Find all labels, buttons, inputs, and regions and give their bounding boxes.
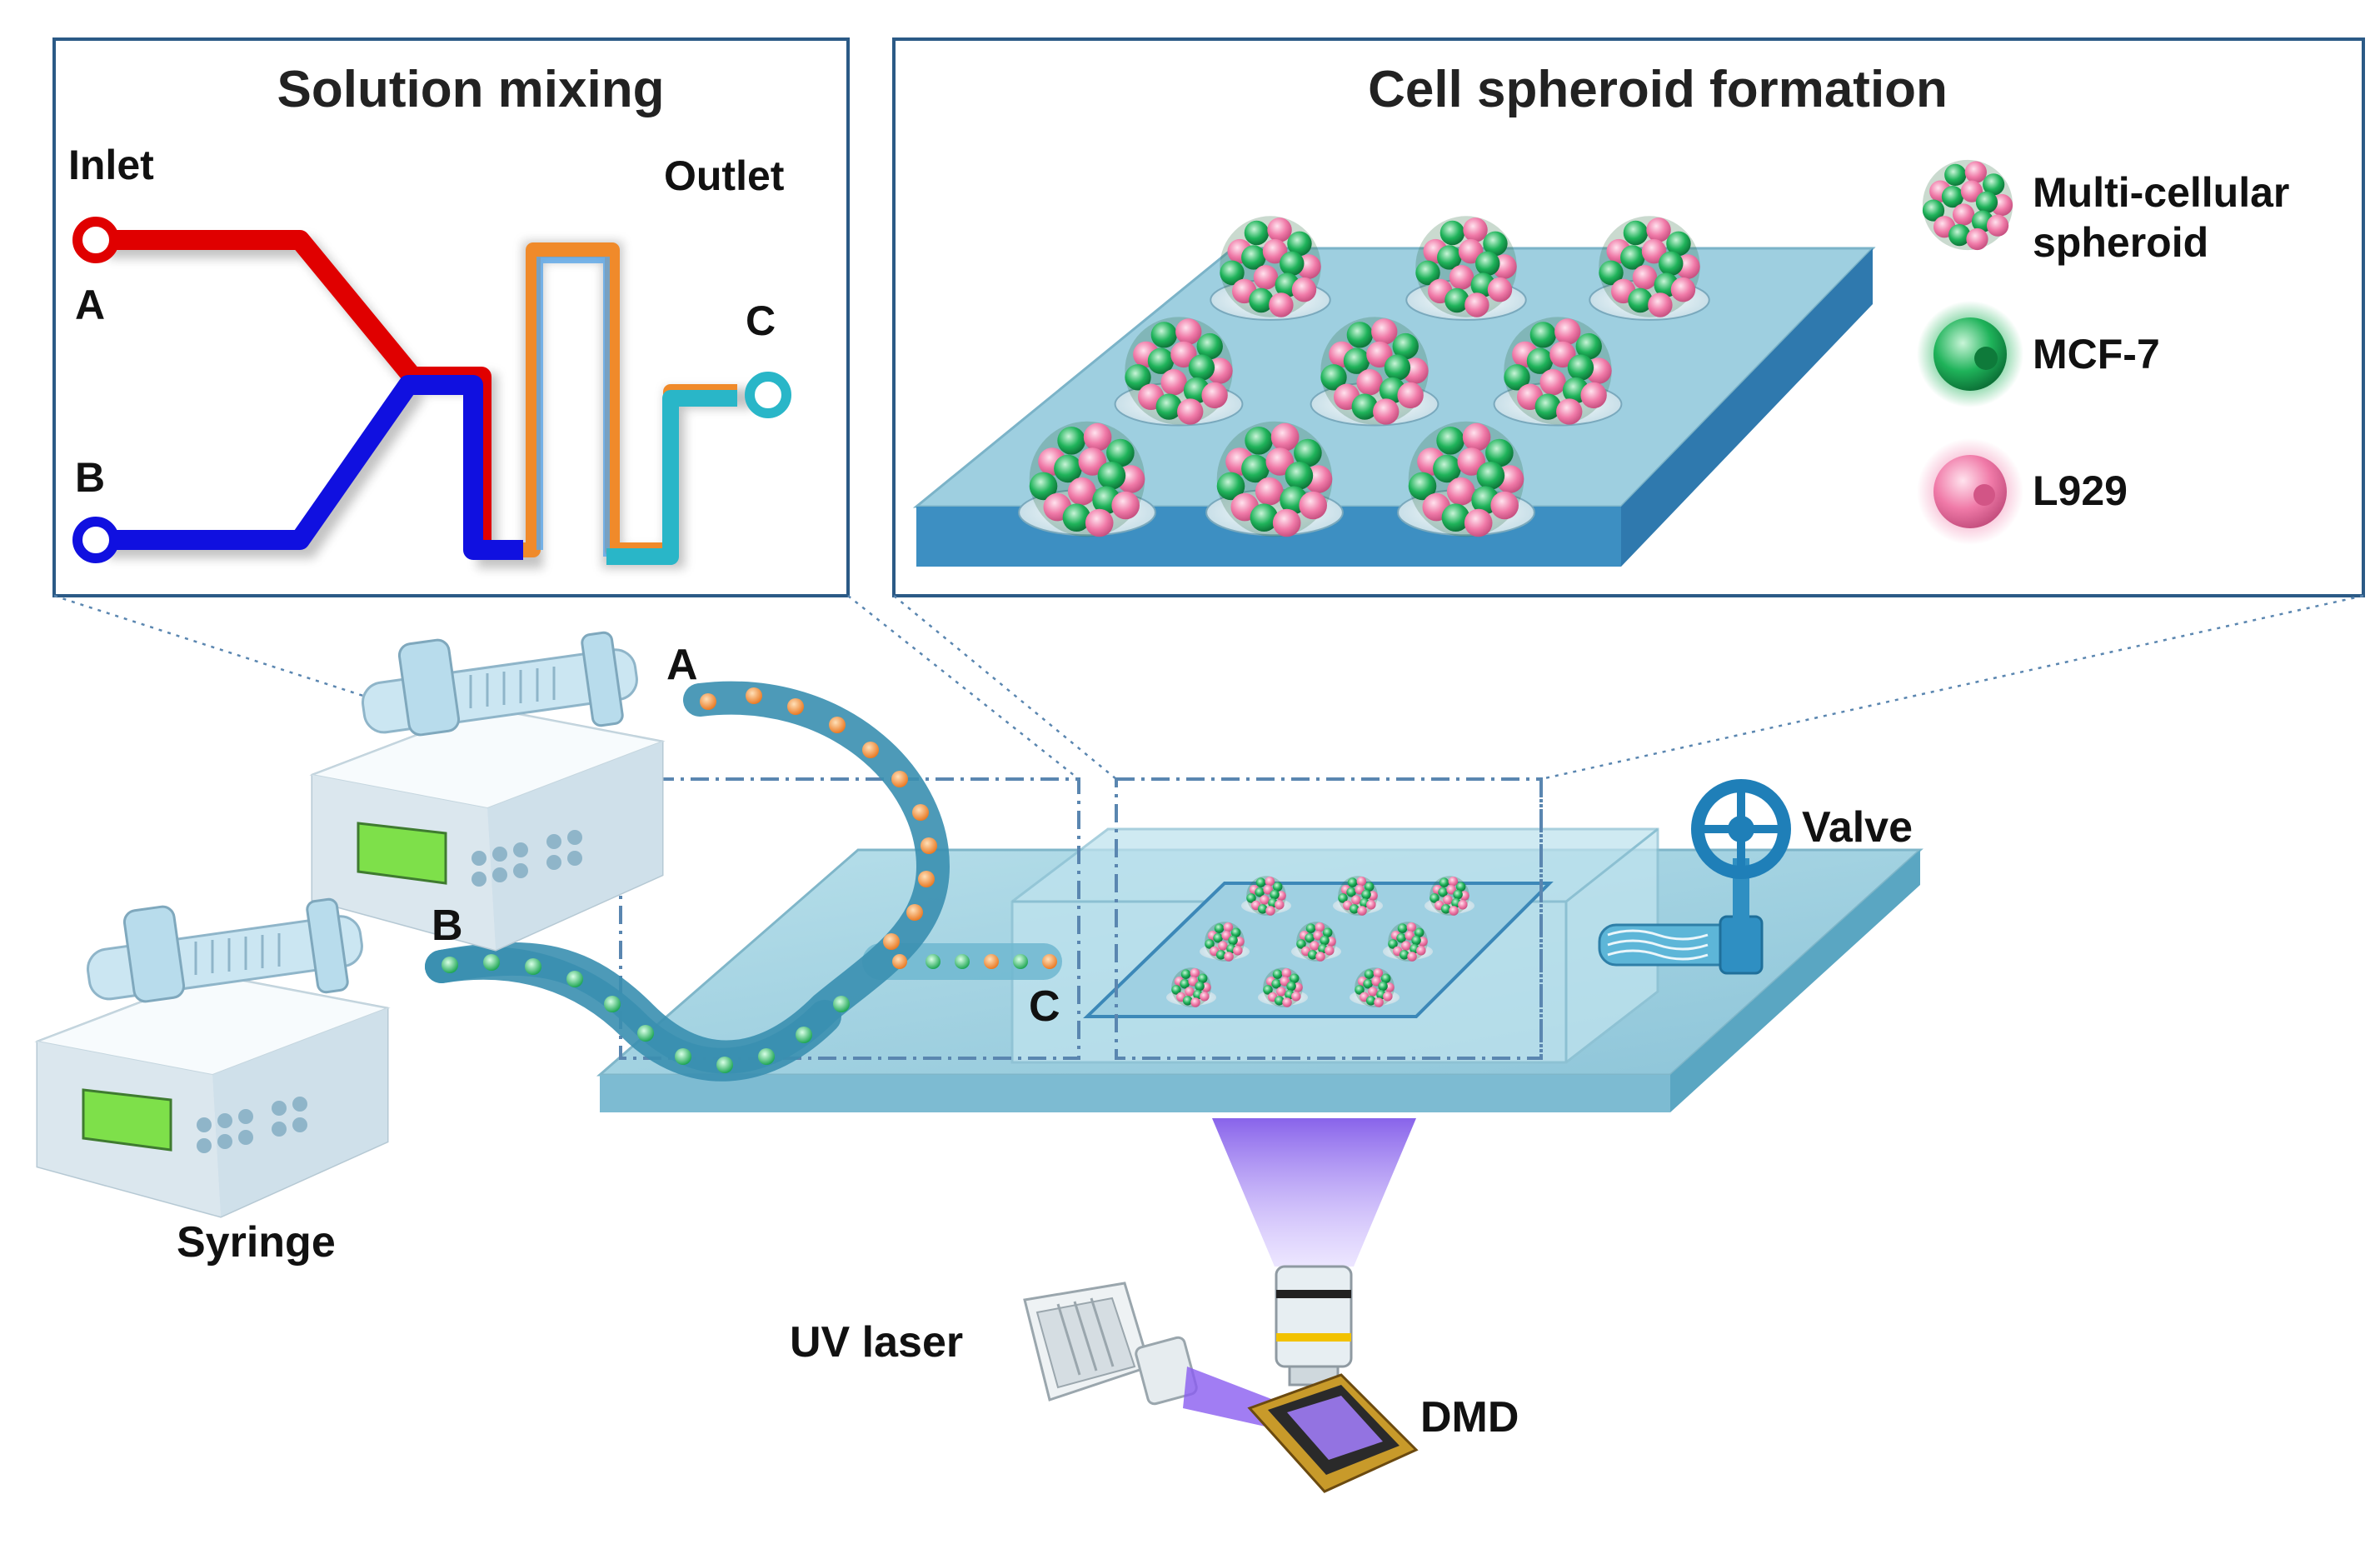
green-droplet: [604, 996, 621, 1012]
chamber-spheroid: [1166, 967, 1216, 1007]
channel-outlet: [606, 390, 737, 565]
valve-label: Valve: [1802, 803, 1913, 852]
plate-spheroid: [1018, 421, 1156, 537]
legend-l929-label: L929: [2033, 467, 2128, 514]
chamber-spheroid: [1350, 967, 1400, 1007]
outlet-label: Outlet: [664, 152, 785, 199]
legend-mcf7-icon: [1917, 301, 2023, 407]
orange-droplet: [912, 804, 929, 821]
chip-base-front: [600, 1075, 1670, 1112]
channel-b: [96, 375, 523, 560]
chamber-spheroid: [1200, 922, 1250, 962]
green-droplet: [796, 1027, 812, 1043]
dmd-label: DMD: [1420, 1393, 1519, 1442]
inlet-a-port: [72, 217, 119, 263]
objective-lens: [1275, 1265, 1353, 1387]
green-droplet: [483, 954, 500, 971]
legend-mcf7-label: MCF-7: [2033, 331, 2160, 377]
inlet-b-port: [72, 517, 119, 563]
spheroid-legend: Multi-cellular spheroid MCF-7 L929: [1917, 159, 2289, 545]
legend-spheroid-icon: [1922, 159, 2013, 251]
plate-spheroid: [1397, 421, 1535, 537]
zoom-region-boxes: [619, 777, 1543, 1060]
plate-spheroid: [1205, 421, 1344, 537]
legend-spheroid-label-line2: spheroid: [2033, 219, 2208, 266]
green-droplet: [566, 971, 583, 987]
plate-spheroid: [1493, 317, 1623, 427]
plate-spheroid: [1405, 216, 1527, 321]
orange-droplet: [918, 871, 935, 887]
setup-illustration: A B C Valve Syringe UV laser DMD: [36, 630, 1923, 1493]
tube-a-label: A: [666, 641, 698, 689]
uv-laser-label: UV laser: [790, 1318, 963, 1367]
orange-droplet: [883, 933, 900, 950]
orange-droplet: [906, 904, 923, 921]
spheroid-formation-panel: Cell spheroid formation Multi-cellular s…: [892, 37, 2365, 597]
green-droplet: [442, 957, 458, 973]
orange-droplet: [829, 717, 846, 733]
solution-mixing-panel: Solution mixing Inlet Outlet A B C: [52, 37, 850, 597]
orange-droplet: [700, 693, 716, 710]
chamber-spheroid: [1383, 922, 1433, 962]
orange-droplet: [921, 837, 937, 854]
green-droplet: [525, 958, 541, 975]
mixed-droplet: [1013, 954, 1028, 969]
chamber-spheroid-grid: [1166, 876, 1474, 1007]
plate-side-face: [1621, 248, 1873, 567]
chamber-spheroid: [1333, 876, 1383, 916]
valve-wheel-icon: [1691, 779, 1791, 879]
mixed-droplet: [1042, 954, 1057, 969]
syringe-label: Syringe: [177, 1218, 336, 1267]
port-b-label: B: [75, 454, 105, 501]
orange-droplet: [746, 687, 762, 704]
mixed-droplet: [984, 954, 999, 969]
mixed-droplet: [955, 954, 970, 969]
syringe-pump-b: [36, 897, 389, 1218]
green-droplet: [758, 1048, 775, 1065]
outlet-c-port: [745, 372, 791, 418]
legend-l929-icon: [1917, 438, 2023, 545]
mixed-droplet: [892, 954, 907, 969]
spheroid-formation-title: Cell spheroid formation: [1368, 61, 1948, 118]
chamber-spheroid: [1291, 922, 1341, 962]
green-droplet: [833, 996, 850, 1012]
uv-projection-beam: [1212, 1118, 1416, 1267]
syringe-pump-a: [311, 630, 664, 952]
green-droplet: [716, 1057, 733, 1073]
chip-base-side: [1670, 850, 1920, 1112]
tube-droplets: [442, 687, 1057, 1073]
plate-spheroid: [1589, 216, 1710, 321]
plate-spheroid: [1210, 216, 1331, 321]
uv-laser: [1023, 1282, 1295, 1433]
orange-droplet: [862, 742, 879, 758]
green-droplet: [675, 1048, 691, 1065]
mixed-droplet: [926, 954, 941, 969]
plate-spheroid: [1310, 317, 1439, 427]
chip-outlet-c-label: C: [1029, 982, 1060, 1031]
legend-spheroid-label-line1: Multi-cellular: [2033, 169, 2289, 216]
port-c-label: C: [746, 297, 776, 344]
valve: [1598, 779, 1791, 975]
green-droplet: [637, 1025, 654, 1042]
tube-b-label: B: [432, 902, 463, 950]
inlet-label: Inlet: [68, 142, 154, 188]
plate-spheroid: [1114, 317, 1244, 427]
orange-droplet: [891, 771, 908, 787]
solution-mixing-title: Solution mixing: [277, 61, 665, 118]
port-a-label: A: [75, 282, 105, 328]
chamber-spheroid: [1241, 876, 1291, 916]
orange-droplet: [787, 698, 804, 715]
dmd-chip: [1247, 1373, 1419, 1493]
plate-spheroid-grid: [1018, 216, 1710, 537]
chamber-spheroid: [1425, 876, 1474, 916]
chamber-spheroid: [1258, 967, 1308, 1007]
solution-mixing-border: [52, 37, 850, 597]
